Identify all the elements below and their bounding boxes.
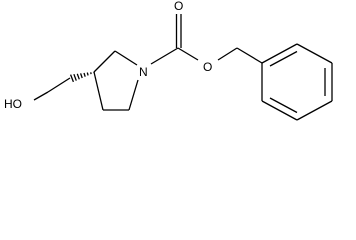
stereo-hashed-wedge (69, 71, 95, 83)
hydroxyl-label: HO (4, 97, 22, 111)
bond-ch2-phenyl (236, 47, 263, 64)
bond-carbonyl-double (175, 14, 182, 48)
pyrrolidine-ring (93, 50, 139, 111)
structural-formula: HO N O O (4, 0, 333, 121)
bond-carbonyl-ester-o (177, 47, 199, 61)
carbonyl-oxygen-label: O (174, 0, 183, 13)
ring-nitrogen-label: N (139, 65, 148, 79)
bond-ester-o-ch2 (217, 47, 238, 61)
ester-oxygen-label: O (203, 60, 212, 74)
bond-ch2-c3 (47, 77, 71, 93)
bond-ho-ch2 (33, 91, 49, 101)
benzene-ring (261, 43, 333, 121)
bond-n-carbonyl (150, 47, 179, 65)
